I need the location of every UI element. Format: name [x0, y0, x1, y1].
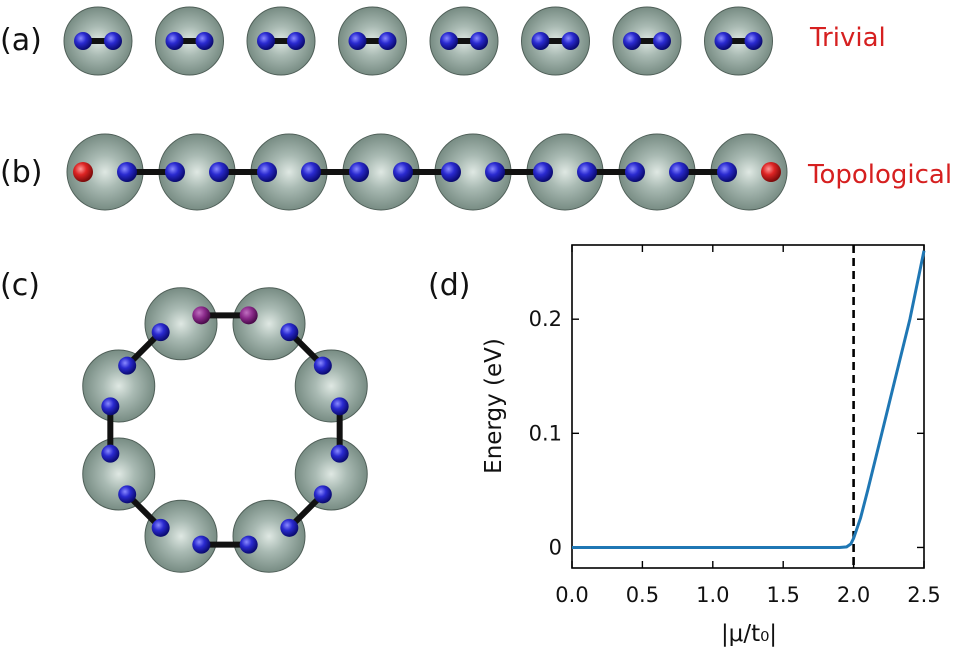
- majorana-blue: [533, 162, 553, 182]
- x-tick-label: 1.0: [696, 583, 729, 607]
- majorana-blue: [165, 32, 184, 50]
- majorana-blue: [280, 518, 299, 537]
- majorana-blue: [313, 485, 332, 504]
- majorana-blue: [301, 162, 321, 182]
- y-tick-label: 0.2: [529, 307, 562, 331]
- majorana-blue: [348, 32, 367, 50]
- majorana-blue: [101, 397, 120, 416]
- x-tick-label: 0.5: [626, 583, 659, 607]
- plot-frame: [571, 244, 925, 569]
- majorana-blue: [257, 162, 277, 182]
- majorana-purple: [192, 306, 211, 325]
- majorana-blue: [257, 32, 275, 50]
- trivial-phase-label: Trivial: [809, 23, 886, 53]
- x-tick-label: 2.0: [837, 583, 870, 607]
- panel-b-label: (b): [0, 155, 42, 190]
- topological-phase-label: Topological: [807, 160, 952, 190]
- majorana-blue: [101, 444, 120, 463]
- majorana-blue: [485, 162, 505, 182]
- majorana-blue: [287, 32, 305, 50]
- majorana-blue: [378, 32, 397, 50]
- x-tick-label: 0.0: [555, 583, 588, 607]
- trivial-chain-diagram: [63, 6, 773, 76]
- majorana-blue: [239, 535, 258, 554]
- x-axis-title: |μ/t₀|: [721, 621, 777, 647]
- site-sphere: [232, 287, 306, 361]
- ring-chain-diagram: [82, 287, 368, 573]
- majorana-blue: [330, 444, 349, 463]
- majorana-purple: [239, 306, 258, 325]
- majorana-blue: [531, 32, 550, 50]
- majorana-blue: [280, 323, 299, 342]
- majorana-blue: [440, 32, 458, 50]
- majorana-blue: [625, 162, 645, 182]
- majorana-blue: [714, 32, 733, 50]
- majorana-blue: [744, 32, 763, 50]
- majorana-blue: [74, 32, 92, 50]
- site-sphere: [144, 287, 218, 361]
- site-sphere: [294, 349, 368, 423]
- y-axis-title: Energy (eV): [481, 338, 507, 474]
- y-tick-label: 0: [549, 535, 562, 559]
- site-sphere: [82, 437, 156, 511]
- panel-a-label: (a): [0, 23, 42, 58]
- site-sphere: [232, 499, 306, 573]
- majorana-blue: [561, 32, 580, 50]
- majorana-blue: [165, 162, 185, 182]
- majorana-blue: [653, 32, 671, 50]
- x-tick-label: 1.5: [766, 583, 799, 607]
- majorana-blue: [577, 162, 597, 182]
- majorana-red: [73, 162, 93, 182]
- majorana-blue: [118, 356, 137, 375]
- energy-plot: 0.0 0.5 1.0 1.5 2.0 2.5 0 0.1 0.2 |μ/t₀| Energy …: [481, 244, 941, 647]
- energy-curve: [572, 250, 926, 549]
- majorana-blue: [717, 162, 737, 182]
- majorana-blue: [349, 162, 369, 182]
- majorana-blue: [393, 162, 413, 182]
- majorana-blue: [104, 32, 122, 50]
- majorana-blue: [192, 535, 211, 554]
- majorana-blue: [151, 518, 170, 537]
- site-sphere: [294, 437, 368, 511]
- y-tick-label: 0.1: [529, 421, 562, 445]
- majorana-blue: [623, 32, 641, 50]
- topological-chain-diagram: [66, 133, 788, 211]
- panel-d-label: (d): [428, 268, 470, 303]
- majorana-blue: [669, 162, 689, 182]
- majorana-red: [761, 162, 781, 182]
- majorana-blue: [118, 485, 137, 504]
- majorana-blue: [195, 32, 214, 50]
- majorana-blue: [470, 32, 488, 50]
- site-sphere: [144, 499, 218, 573]
- majorana-blue: [151, 323, 170, 342]
- majorana-blue: [330, 397, 349, 416]
- plot-ticks: 0.0 0.5 1.0 1.5 2.0 2.5 0 0.1 0.2: [529, 245, 941, 607]
- majorana-blue: [313, 356, 332, 375]
- x-tick-label: 2.5: [907, 583, 940, 607]
- majorana-blue: [209, 162, 229, 182]
- panel-c-label: (c): [0, 268, 40, 303]
- majorana-blue: [117, 162, 137, 182]
- majorana-blue: [441, 162, 461, 182]
- site-sphere: [82, 349, 156, 423]
